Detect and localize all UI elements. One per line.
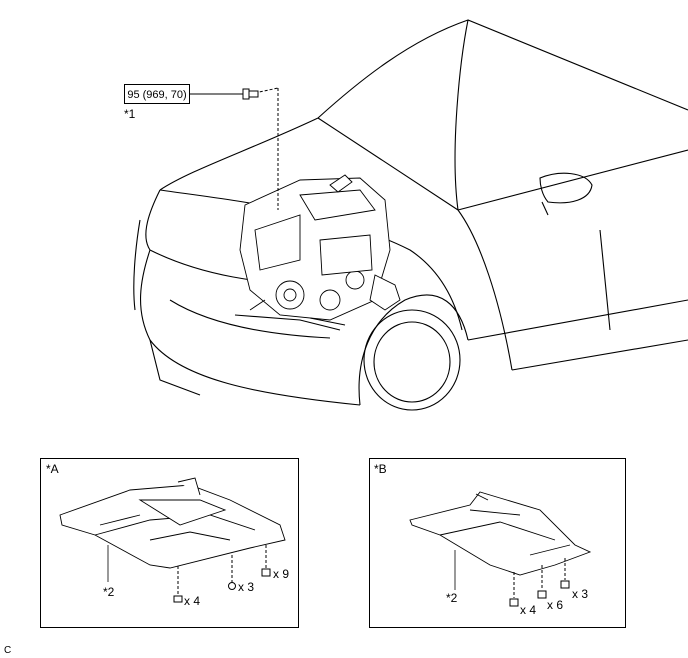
panel-a-part-label: *2 <box>103 585 115 599</box>
panel-b-part-label: *2 <box>446 591 458 605</box>
panel-a-count-1: x 4 <box>184 594 201 608</box>
panel-b-fasteners <box>454 550 570 607</box>
bolt-icon <box>242 88 259 100</box>
panel-b-title: *B <box>374 462 387 476</box>
engine-assembly <box>239 174 401 326</box>
torque-spec-box: 95 (969, 70) <box>124 84 190 104</box>
panel-b-count-3: x 3 <box>572 587 589 601</box>
panel-a-fasteners <box>107 545 271 603</box>
figure-code: C <box>4 645 12 656</box>
bolt-reference-label: *1 <box>124 107 136 121</box>
car-outline <box>133 19 688 411</box>
panel-a-title: *A <box>46 462 59 476</box>
panel-a-count-2: x 3 <box>238 580 255 594</box>
panel-a <box>40 458 299 628</box>
panel-a-count-3: x 9 <box>273 567 290 581</box>
panel-b-count-2: x 6 <box>547 598 564 612</box>
panel-b-count-1: x 4 <box>520 603 537 617</box>
bolt-callout <box>190 87 279 210</box>
under-cover-a-drawing <box>59 477 286 569</box>
under-cover-b-drawing <box>409 491 592 576</box>
panel-b <box>369 458 626 628</box>
